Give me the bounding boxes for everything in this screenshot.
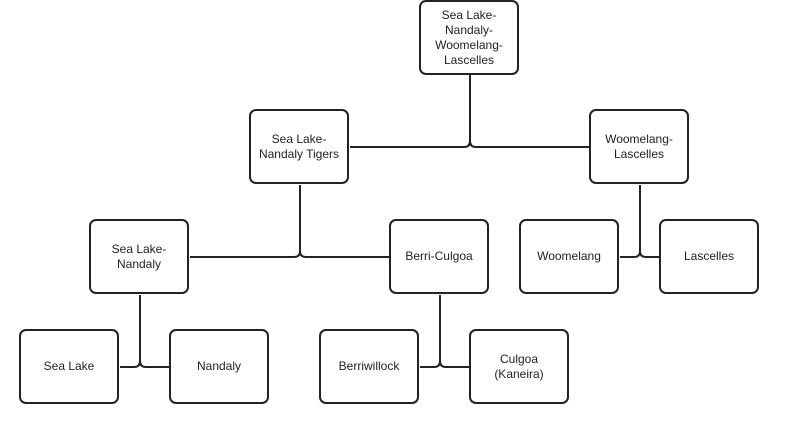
connector-bc xyxy=(420,295,470,368)
node-label: Sea Lake-Nandaly Tigers xyxy=(258,131,340,161)
node-sea-lake-nandaly-tigers[interactable]: Sea Lake-Nandaly Tigers xyxy=(249,109,349,184)
node-berriwillock[interactable]: Berriwillock xyxy=(319,329,419,404)
connector-root xyxy=(350,75,590,148)
node-nandaly[interactable]: Nandaly xyxy=(169,329,269,404)
connector-slnt xyxy=(190,185,390,258)
node-label: Woomelang-Lascelles xyxy=(605,131,673,161)
node-label: Berriwillock xyxy=(338,359,400,373)
node-label: Woomelang xyxy=(537,249,601,263)
node-berri-culgoa[interactable]: Berri-Culgoa xyxy=(389,219,489,294)
connector-sln xyxy=(120,295,170,368)
node-sea-lake[interactable]: Sea Lake xyxy=(19,329,119,404)
node-label: Nandaly xyxy=(196,359,242,373)
node-sea-lake-nandaly[interactable]: Sea Lake-Nandaly xyxy=(89,219,189,294)
node-culgoa[interactable]: Culgoa (Kaneira) xyxy=(469,329,569,404)
node-root[interactable]: Sea Lake-Nandaly-Woomelang-Lascelles xyxy=(419,0,519,75)
node-lascelles[interactable]: Lascelles xyxy=(659,219,759,294)
node-label: Sea Lake-Nandaly-Woomelang-Lascelles xyxy=(435,7,503,67)
node-label: Culgoa (Kaneira) xyxy=(494,351,544,381)
node-label: Sea Lake-Nandaly xyxy=(111,241,167,271)
node-label: Berri-Culgoa xyxy=(405,249,473,263)
connector-wl xyxy=(620,185,660,258)
node-woomelang-lascelles[interactable]: Woomelang-Lascelles xyxy=(589,109,689,184)
node-label: Sea Lake xyxy=(43,359,95,373)
node-label: Lascelles xyxy=(683,249,735,263)
node-woomelang[interactable]: Woomelang xyxy=(519,219,619,294)
